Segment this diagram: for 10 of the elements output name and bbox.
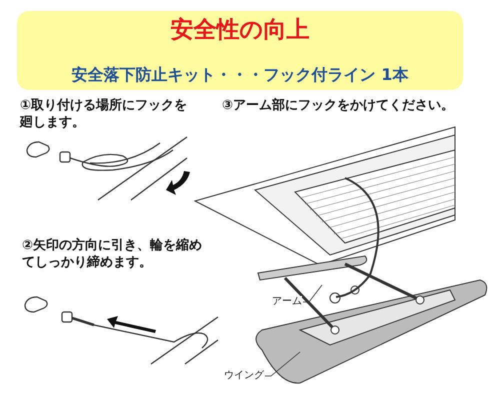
leader-line bbox=[264, 352, 300, 376]
step-instruction: ②矢印の方向に引き、輪を縮めてしっかり締めます。 bbox=[22, 237, 204, 271]
step-instruction: ③アーム部にフックをかけてください。 bbox=[222, 97, 456, 114]
title-band bbox=[17, 11, 463, 90]
title: 安全性の向上 bbox=[170, 17, 310, 43]
part-label: アーム bbox=[272, 296, 302, 308]
step-instruction: ①取り付ける場所にフックを廻します。 bbox=[20, 97, 188, 131]
leader-line bbox=[302, 284, 322, 302]
subtitle: 安全落下防止キット・・・フック付ライン 1本 bbox=[70, 65, 410, 85]
part-label: ウイング bbox=[224, 370, 264, 382]
